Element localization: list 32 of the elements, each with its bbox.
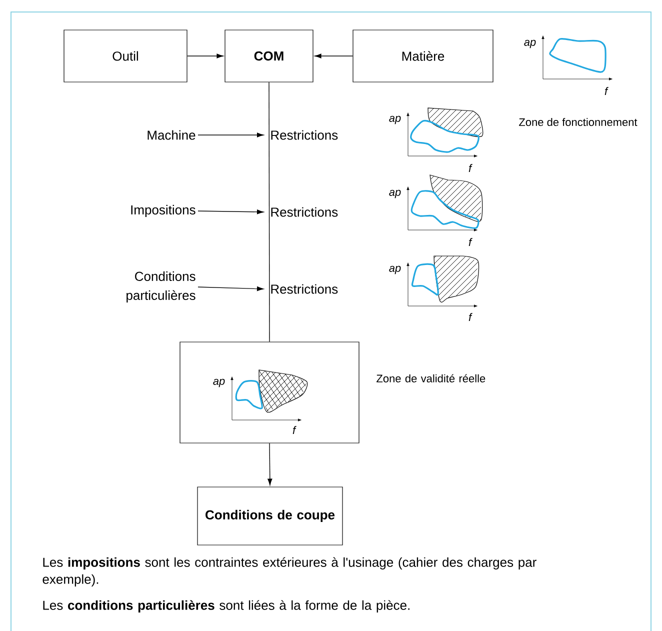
arrow — [186, 54, 224, 58]
result-box — [180, 342, 360, 444]
axis-label: f — [292, 426, 296, 434]
input-label: Machine — [148, 130, 196, 140]
arrow — [198, 210, 264, 214]
process-box: COM — [224, 30, 314, 82]
arrow — [314, 54, 354, 58]
axis-label: ap — [389, 266, 401, 274]
graph-caption: Zone de fonctionnement — [519, 118, 638, 126]
restriction-label: Restrictions — [271, 130, 338, 140]
process-box: Outil — [64, 30, 188, 82]
axis-label: f — [468, 238, 472, 246]
arrow — [198, 132, 264, 138]
input-label: Impositions — [131, 204, 196, 218]
axis-label: f — [604, 87, 608, 95]
note: Les impositions sont les contraintes extérieures à l'usinage (cahier des charges par exemple). — [42, 557, 536, 586]
axis-label: ap — [524, 40, 536, 48]
axis-label: ap — [389, 116, 401, 124]
process-box: Matière — [352, 30, 494, 82]
axis-label: ap — [213, 378, 225, 388]
connector-line — [268, 82, 270, 342]
restriction-label: Restrictions — [271, 207, 338, 217]
box-caption: Zone de validité réelle — [376, 374, 486, 382]
output-box: Conditions de coupe — [197, 486, 343, 546]
input-label: Conditions particulières — [126, 271, 196, 303]
axis-label: f — [468, 164, 472, 172]
restriction-label: Restrictions — [271, 284, 338, 294]
axis-label: ap — [389, 190, 401, 198]
axis-label: f — [468, 313, 472, 321]
note: Les conditions particulières sont liées à la forme de la pièce. — [43, 600, 410, 612]
arrow — [198, 286, 264, 292]
arrow — [268, 442, 272, 486]
